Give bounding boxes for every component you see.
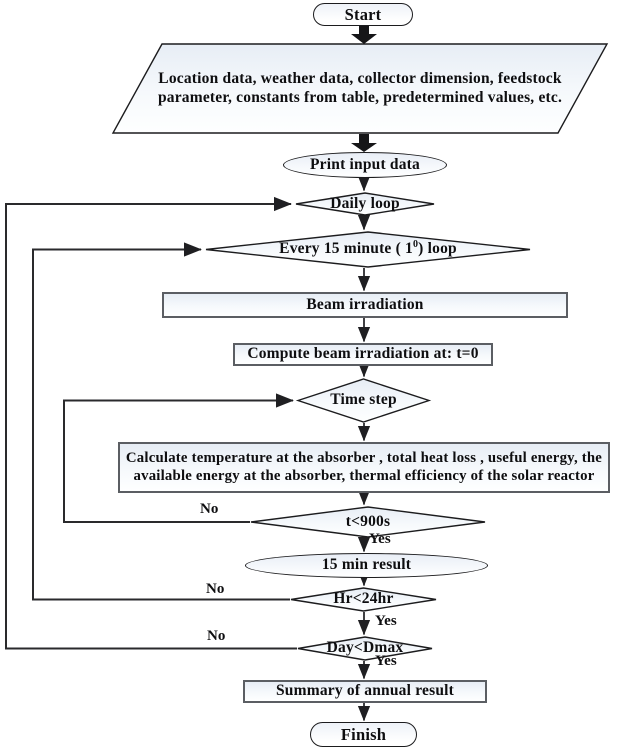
beam-irradiation-label: Beam irradiation xyxy=(306,295,424,313)
diamond-shape xyxy=(205,231,531,268)
block-arrow-start-to-input xyxy=(351,26,377,44)
branch-label-daymax-yes: Yes xyxy=(375,653,397,669)
branch-label-hr24-yes: Yes xyxy=(375,613,397,629)
loop-t900-no-to-timestep xyxy=(63,393,294,523)
node-summary-annual-result: Summary of annual result xyxy=(243,680,487,703)
node-compute-beam-irradiation: Compute beam irradiation at: t=0 xyxy=(233,343,493,366)
summary-label: Summary of annual result xyxy=(275,682,455,700)
node-beam-irradiation: Beam irradiation xyxy=(162,292,568,318)
branch-label-t900-yes: Yes xyxy=(369,531,391,547)
diamond-shape xyxy=(290,587,437,612)
every15-label: Every 15 minute ( 10) loop xyxy=(279,240,457,258)
node-decision-daily-loop: Daily loop xyxy=(295,192,435,216)
result-label: 15 min result xyxy=(321,556,412,574)
node-input-data: Location data, weather data, collector d… xyxy=(111,43,609,134)
compute-label: Compute beam irradiation at: t=0 xyxy=(247,345,479,363)
node-15-min-result: 15 min result xyxy=(245,553,488,578)
branch-label-hr24-no: No xyxy=(206,581,225,597)
t900-label: t<900s xyxy=(345,512,391,530)
finish-label: Finish xyxy=(340,724,387,744)
every15-label-superscript: 0 xyxy=(412,239,419,251)
hr24-label: Hr<24hr xyxy=(333,590,394,608)
diamond-shape xyxy=(295,192,435,216)
node-decision-every-15-minute-loop: Every 15 minute ( 10) loop xyxy=(205,231,531,268)
node-decision-t900s: t<900s xyxy=(250,506,486,538)
time-step-label: Time step xyxy=(330,391,397,409)
loop-hr24-no-to-every15 xyxy=(32,242,290,601)
node-decision-time-step: Time step xyxy=(295,378,432,423)
node-print-input-data: Print input data xyxy=(283,152,447,178)
print-label: Print input data xyxy=(310,155,420,173)
loop-daymax-no-to-daily xyxy=(5,196,297,650)
block-arrow-input-to-print xyxy=(351,134,377,152)
calculate-label: Calculate temperature at the absorber , … xyxy=(125,450,603,484)
daymax-label: Day<Dmax xyxy=(326,639,404,657)
node-decision-daymax: Day<Dmax xyxy=(297,636,433,661)
diamond-shape xyxy=(250,506,486,538)
node-calculate-temperature: Calculate temperature at the absorber , … xyxy=(118,442,610,493)
every15-label-suffix: ) loop xyxy=(418,240,457,258)
diamond-shape xyxy=(297,636,433,661)
node-start: Start xyxy=(313,3,413,26)
start-label: Start xyxy=(344,4,382,24)
node-finish: Finish xyxy=(310,722,417,747)
diamond-shape xyxy=(295,378,432,423)
every15-label-prefix: Every 15 minute ( 1 xyxy=(279,240,413,258)
daily-loop-label: Daily loop xyxy=(330,194,400,212)
input-data-label: Location data, weather data, collector d… xyxy=(157,70,563,106)
branch-label-t900-no: No xyxy=(200,501,219,517)
node-decision-hr24: Hr<24hr xyxy=(290,587,437,612)
parallelogram-shape xyxy=(111,43,609,134)
branch-label-daymax-no: No xyxy=(207,628,226,644)
